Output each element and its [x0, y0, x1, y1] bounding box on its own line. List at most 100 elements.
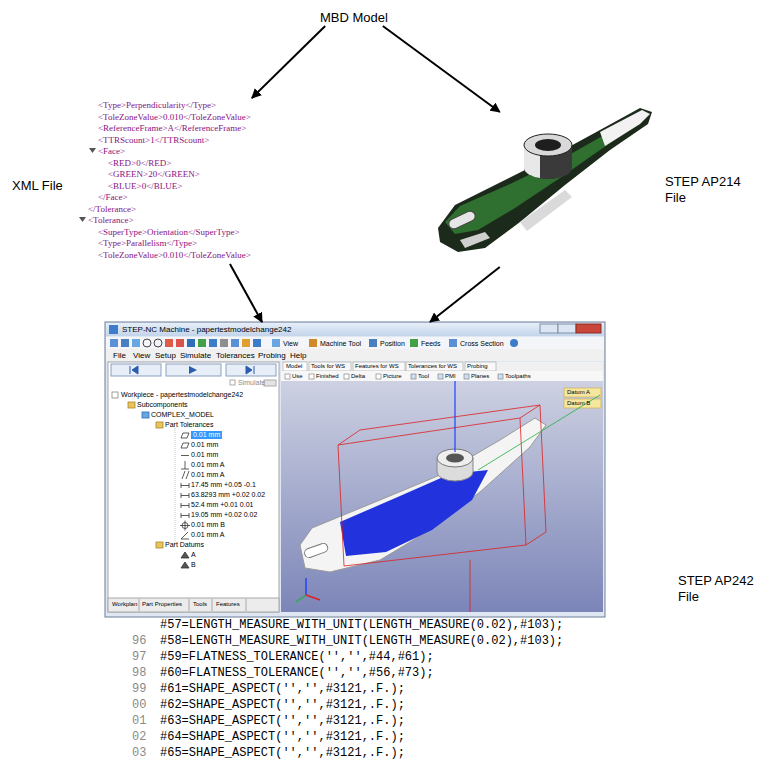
tree-icon	[181, 513, 189, 518]
checkbox	[464, 374, 469, 379]
menu-item: File	[113, 351, 126, 360]
code-line: #60=FLATNESS_TOLERANCE('','',#56,#73);	[160, 667, 434, 681]
part-model	[438, 108, 652, 252]
code-line: #62=SHAPE_ASPECT('','',#3121,.F.);	[160, 699, 405, 713]
tab	[283, 362, 496, 371]
playback-button	[226, 364, 276, 376]
tab-text: Model	[286, 363, 302, 370]
menu-item: View	[133, 351, 150, 360]
toolbar-icon	[165, 339, 173, 347]
app-window	[564, 388, 601, 397]
code-line: #61=SHAPE_ASPECT('','',#3121,.F.);	[160, 683, 405, 697]
toolbar-icon	[143, 339, 151, 347]
flow-arrow	[252, 26, 325, 98]
app-window	[105, 322, 605, 617]
viewport-part	[446, 454, 464, 463]
playback-button	[111, 364, 276, 376]
playback-button	[189, 366, 197, 374]
tree-item: Part Tolerances	[165, 421, 214, 429]
app-window	[281, 381, 603, 612]
app-window	[139, 599, 246, 611]
file-label: STEP AP242 File	[678, 573, 760, 604]
toolbar-icon	[510, 339, 518, 347]
line-number: 96	[132, 635, 146, 649]
checkbox	[438, 374, 443, 379]
tree-icon	[181, 503, 189, 508]
toolbar-icon	[231, 339, 239, 347]
file-label: XML File	[12, 178, 72, 194]
file-label: MBD Model	[320, 10, 388, 26]
tree-icon	[128, 402, 135, 408]
viewport-part	[338, 418, 526, 566]
tree-icon	[175, 428, 176, 545]
tree-icon	[181, 483, 189, 488]
tab-text: PMI	[445, 373, 456, 380]
source-label: MBD Model	[318, 6, 390, 26]
viewport-part	[296, 381, 600, 612]
tab-text: Probing	[467, 363, 488, 370]
tree-icon	[181, 493, 189, 498]
checkbox	[309, 374, 314, 379]
viewport-part	[303, 542, 329, 559]
tree-item: 19.05 mm +0.02 0.02	[191, 511, 257, 519]
tab	[465, 362, 496, 371]
menu-item: Probing	[258, 351, 286, 360]
tab-text: Use	[292, 373, 303, 380]
app-window	[230, 380, 235, 385]
app-window	[264, 380, 276, 386]
tree-item: 52.4 mm +0.01 0.01	[191, 501, 253, 509]
checkbox	[285, 374, 290, 379]
line-number: 99	[132, 683, 146, 697]
checkbox	[376, 374, 381, 379]
tab-text: Delta	[351, 373, 365, 380]
viewport-part	[478, 395, 600, 470]
app-window	[558, 324, 576, 333]
tree-item: 0.01 mm	[191, 441, 218, 449]
tab-text: Features	[216, 601, 240, 608]
app-window	[576, 324, 601, 333]
file-label: STEP AP214 File	[665, 174, 751, 205]
part-model	[438, 108, 652, 252]
line-number: 98	[132, 667, 146, 681]
code-line: #58=LENGTH_MEASURE_WITH_UNIT(LENGTH_MEAS…	[160, 635, 563, 649]
tree-item: Subcomponents	[137, 401, 188, 409]
playback-button	[111, 364, 161, 376]
viewport-part	[470, 560, 471, 612]
tree-icon	[181, 461, 189, 469]
xml-line: <SuperType>Orientation</SuperType>	[98, 227, 240, 237]
code-line: #57=LENGTH_MEASURE_WITH_UNIT(LENGTH_MEAS…	[160, 619, 563, 633]
tree-icon	[181, 455, 189, 456]
tree-item: 0.01 mm B	[191, 521, 225, 529]
flow-arrow	[230, 264, 262, 322]
tab-text: Picture	[383, 373, 402, 380]
checkbox	[344, 374, 349, 379]
xml-line: <Type>Perpendicularity</Type>	[98, 100, 216, 110]
xml-line: <RED>0</RED>	[108, 158, 171, 168]
tree-item: Part Datums	[165, 541, 204, 549]
viewport-part	[454, 381, 455, 452]
tree-item: 0.01 mm A	[191, 471, 224, 479]
toolbar-icon	[449, 339, 457, 347]
toolbar-icon	[209, 339, 217, 347]
code-line: #59=FLATNESS_TOLERANCE('','',#44,#61);	[160, 651, 434, 665]
tab-text: Planes	[471, 373, 489, 380]
viewport-part	[340, 470, 488, 556]
tree-item: B	[191, 561, 196, 569]
xml-expand-triangle	[89, 148, 96, 153]
tab	[406, 362, 463, 371]
part-model	[535, 139, 561, 151]
menu-item: Help	[290, 351, 306, 360]
datum-tag: Datum B	[567, 400, 590, 407]
tree-icon	[156, 422, 163, 428]
tab	[309, 362, 351, 371]
xml-line: </Face>	[98, 192, 128, 202]
line-number: 97	[132, 651, 146, 665]
app-window	[108, 362, 279, 612]
xml-line: <TTRScount>1</TTRScount>	[98, 135, 209, 145]
menu-item: Tolerances	[216, 351, 255, 360]
window-title: STEP-NC Machine - papertestmodelchange24…	[122, 325, 291, 334]
xml-line: <Type>Parallelism</Type>	[98, 238, 197, 248]
tree-icon	[181, 552, 189, 558]
app-window	[540, 324, 558, 333]
